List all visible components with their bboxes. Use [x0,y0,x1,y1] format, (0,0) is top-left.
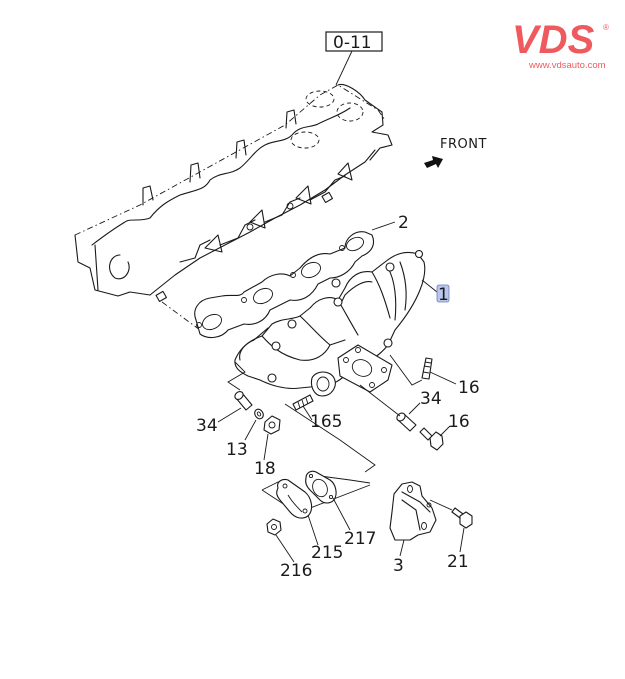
callout-217[interactable]: 217 [344,529,376,549]
callout-21[interactable]: 21 [447,552,469,572]
logo-text: VDS [512,18,595,62]
registered-mark: ® [603,23,609,32]
callout-1[interactable]: 1 [438,285,449,305]
callout-16[interactable]: 16 [458,378,480,398]
callout-2[interactable]: 2 [398,213,409,233]
callout-1-highlight[interactable] [436,284,450,303]
callout-165[interactable]: 165 [310,412,342,432]
callout-3[interactable]: 3 [393,556,404,576]
callout-13[interactable]: 13 [226,440,248,460]
callout-34-right[interactable]: 34 [420,389,442,409]
front-indicator: FRONT [424,137,487,168]
flange-assembly: 217 215 216 [261,470,376,581]
brand-url: www.vdsauto.com [528,60,606,71]
callout-15[interactable]: 16 [448,412,470,432]
front-label: FRONT [440,137,487,152]
manifold-gasket: 2 [194,213,409,339]
reference-box[interactable]: 0-11 [325,31,383,86]
bracket-assembly: 3 21 [389,481,473,576]
callout-215[interactable]: 215 [311,543,343,563]
exhaust-manifold: 1 [234,249,450,397]
reference-label: 0-11 [333,33,372,53]
vds-logo: VDS ® www.vdsauto.com [512,18,609,71]
left-hardware: 34 13 18 165 [196,361,376,479]
callout-216[interactable]: 216 [280,561,312,581]
cylinder-head [74,83,393,331]
right-hardware: 16 34 16 [359,354,480,451]
front-arrow-icon [424,156,443,168]
callout-18[interactable]: 18 [254,459,276,479]
callout-34-left[interactable]: 34 [196,416,218,436]
